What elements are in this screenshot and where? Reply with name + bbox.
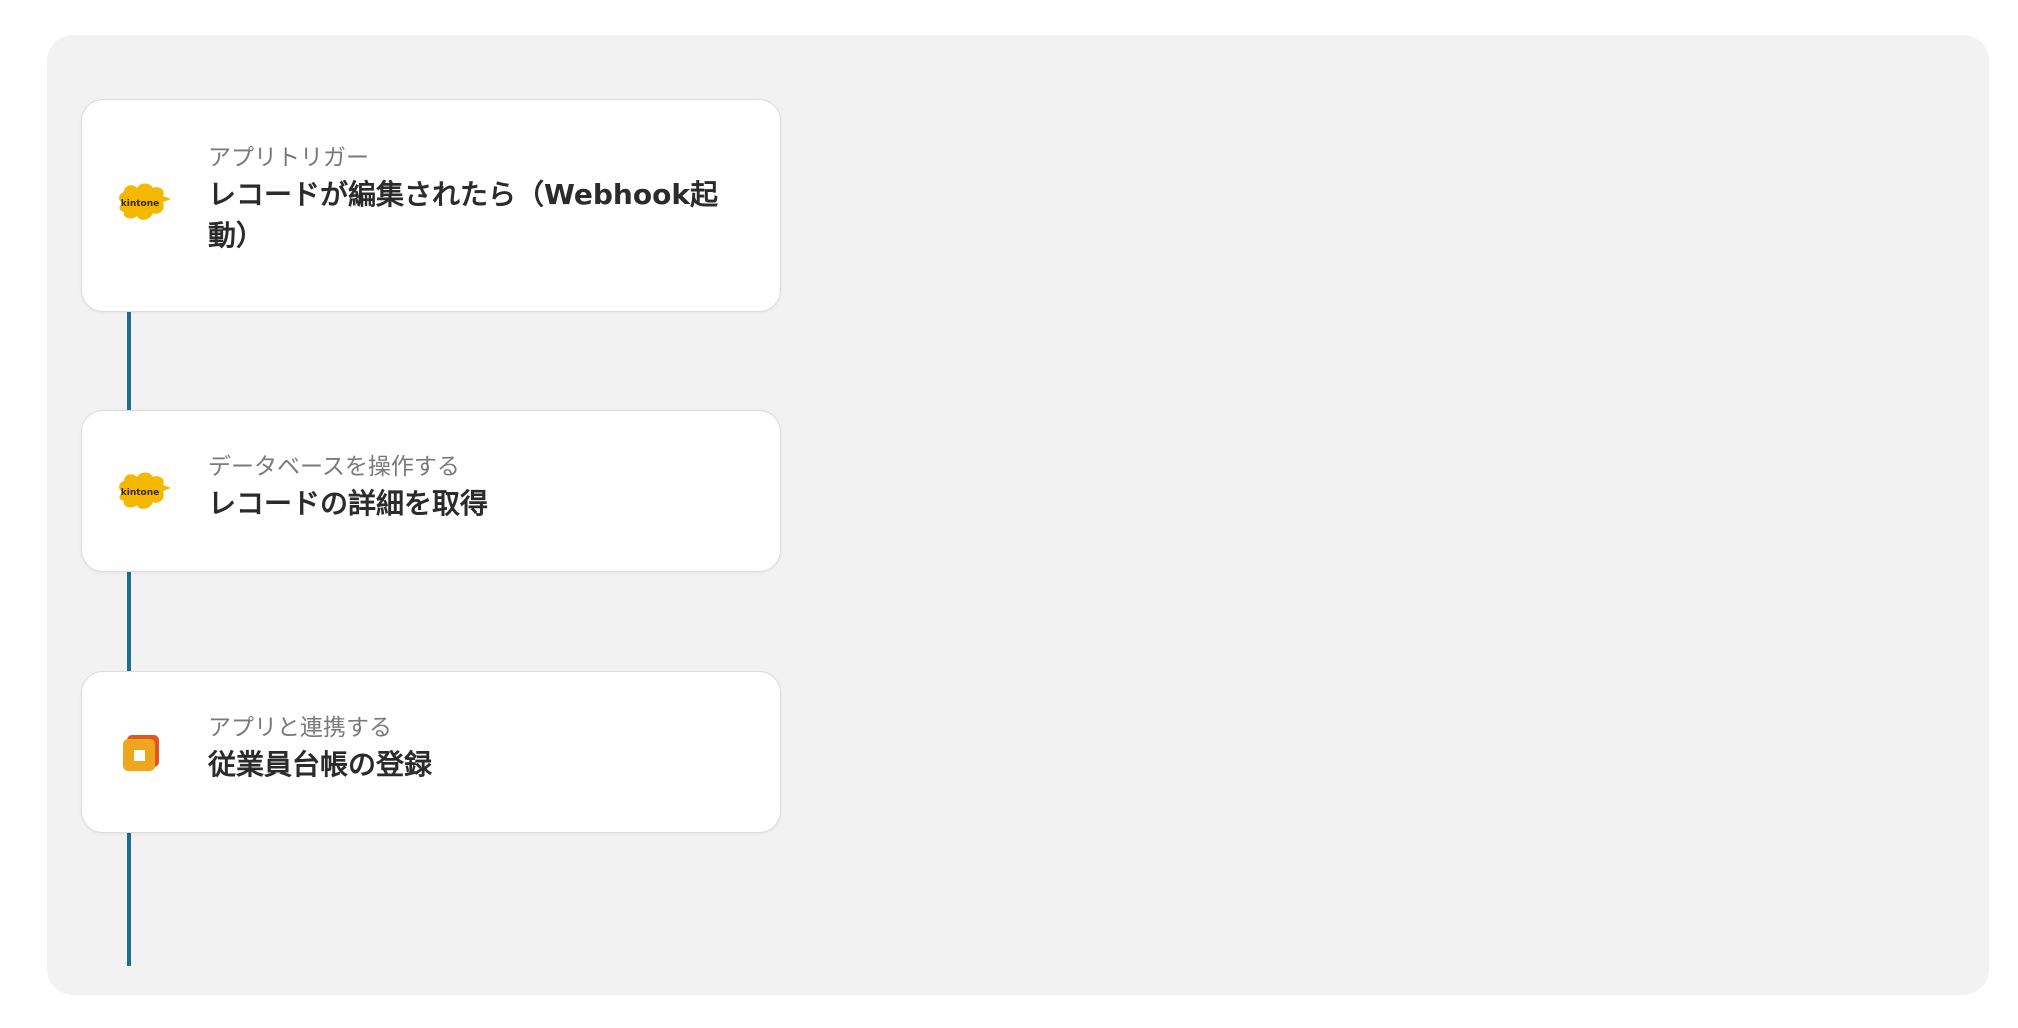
step-text: アプリと連携する 従業員台帳の登録 <box>208 712 740 785</box>
step-category-label: アプリと連携する <box>208 715 392 741</box>
flow-canvas: kintone アプリトリガー レコードが編集されたら（Webhook起動） k… <box>47 35 1989 995</box>
svg-text:kintone: kintone <box>121 488 159 498</box>
app-square-logo-icon <box>114 730 172 776</box>
step-title: レコードの詳細を取得 <box>208 487 489 520</box>
flow-step-app-trigger[interactable]: kintone アプリトリガー レコードが編集されたら（Webhook起動） <box>81 99 781 312</box>
step-category-label: データベースを操作する <box>208 454 460 480</box>
kintone-logo-icon: kintone <box>114 180 172 226</box>
step-title: レコードが編集されたら（Webhook起動） <box>208 178 718 252</box>
svg-text:kintone: kintone <box>121 199 159 209</box>
flow-connector <box>127 311 131 411</box>
step-text: データベースを操作する レコードの詳細を取得 <box>208 451 740 524</box>
flow-step-database-operation[interactable]: kintone データベースを操作する レコードの詳細を取得 <box>81 410 781 572</box>
flow-step-app-integration[interactable]: アプリと連携する 従業員台帳の登録 <box>81 671 781 833</box>
flow-connector <box>127 832 131 966</box>
kintone-logo-icon: kintone <box>114 469 172 515</box>
step-text: アプリトリガー レコードが編集されたら（Webhook起動） <box>208 142 740 256</box>
step-title: 従業員台帳の登録 <box>208 748 433 781</box>
flow-connector <box>127 571 131 671</box>
step-category-label: アプリトリガー <box>208 145 369 171</box>
